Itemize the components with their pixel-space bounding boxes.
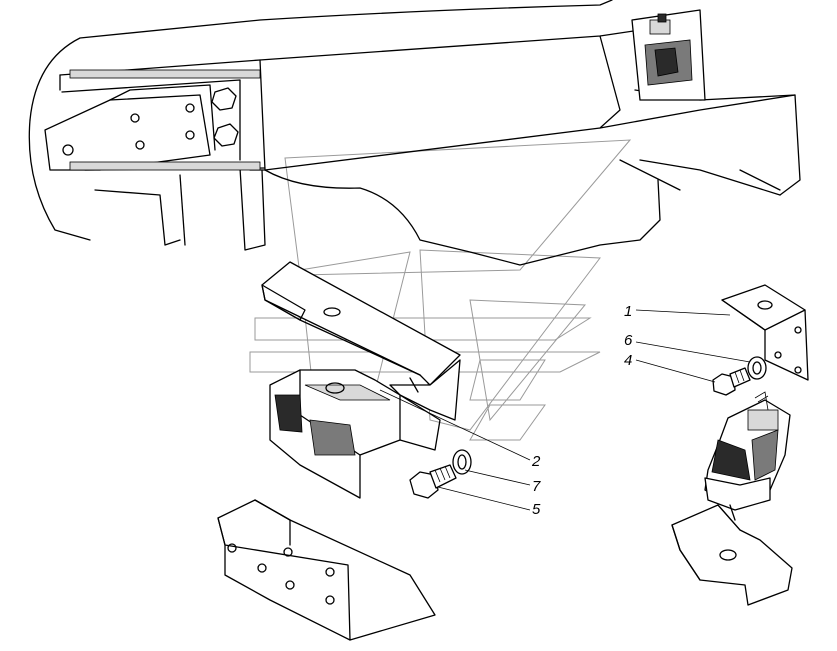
- item-7-lock-washer: [452, 449, 472, 475]
- callout-6: 6: [624, 332, 633, 349]
- lower-right-mounting-bracket: [671, 504, 793, 606]
- callout-5: 5: [532, 501, 541, 518]
- item-1-angle-bracket: [721, 284, 809, 381]
- callout-2: 2: [531, 453, 541, 470]
- right-mount-cushion: [704, 391, 791, 521]
- item-6-lock-washer: [747, 356, 767, 380]
- item-5-bolt: [409, 464, 457, 499]
- chassis-frame: [28, 0, 801, 266]
- lower-mounting-bracket: [217, 499, 436, 641]
- callout-labels: 1 6 4 2 7 5: [531, 303, 633, 518]
- item-4-bolt: [712, 367, 751, 396]
- item-2-mount-cushion: [261, 261, 461, 499]
- callout-7: 7: [532, 478, 541, 495]
- callout-1: 1: [624, 303, 632, 320]
- callout-4: 4: [624, 352, 632, 369]
- leader-lines: [379, 309, 751, 511]
